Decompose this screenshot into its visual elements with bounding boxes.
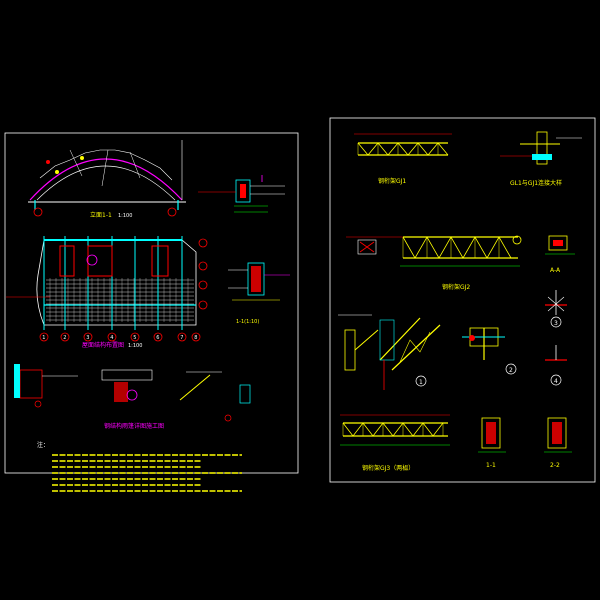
axis-label: 8 (194, 335, 197, 341)
truss2-diagonal (402, 236, 512, 259)
axis-bubbles: 1 2 3 4 5 6 7 8 (39, 332, 201, 342)
section-label: 1-1(1:10) (236, 319, 259, 325)
axis-bubble (39, 332, 49, 342)
detail-gl1: GL1与GJ1连接大样 (500, 131, 582, 187)
elevation-scale: 1:100 (118, 213, 132, 219)
detail-marker: 4 (554, 378, 558, 385)
detail-marker-circle (550, 374, 562, 386)
notes-lines (52, 454, 242, 492)
section-11-label: 1-1 (486, 462, 496, 469)
detail-gl1-label: GL1与GJ1连接大样 (510, 179, 562, 187)
elevation-view: 立面1-1 1:100 (28, 140, 186, 219)
truss1-web (357, 142, 449, 156)
axis-bubble (83, 332, 93, 342)
sections-right: 1-1 2-2 (478, 417, 572, 469)
arch-outer (29, 158, 183, 201)
detail-marker-circle (415, 375, 427, 387)
connection-detail-top (198, 175, 285, 213)
notes-block: 注： (37, 441, 242, 492)
arch-truss (39, 149, 173, 181)
axis-label: 6 (156, 335, 159, 341)
truss-gj1-label: 钢桁架GJ1 (378, 177, 406, 185)
truss1-diagonal (357, 142, 449, 156)
detail-marker: 1 (419, 379, 423, 386)
section-detail-left: 1-1(1:10) (228, 262, 290, 325)
roof-plan: 屋面结构布置图 1:100 1 2 3 4 5 6 7 8 (6, 236, 208, 349)
detail-marker: 3 (554, 320, 558, 327)
section-aa-label: A-A (550, 267, 561, 274)
axis-label: 1 (42, 335, 45, 341)
axis-bubble (167, 207, 177, 217)
truss-gj3: 钢桁架GJ3（两榀） (340, 414, 450, 472)
axis-bubble (60, 332, 70, 342)
axis-bubble (177, 332, 187, 342)
axis-label: 3 (86, 335, 89, 341)
axis-bubble (153, 332, 163, 342)
axis-bubble (130, 332, 140, 342)
connection-details: 1 2 3 4 (338, 290, 567, 390)
detail-title: 钢结构雨篷详图施工图 (104, 422, 164, 430)
axis-bubble (191, 332, 201, 342)
roof-purlins (46, 278, 194, 322)
truss-gj2-label: 钢桁架GJ2 (442, 283, 470, 291)
lower-left-details: 钢结构雨篷详图施工图 (14, 364, 251, 430)
right-sheet-frame (329, 117, 596, 483)
truss-gj2: 钢桁架GJ2 (346, 235, 522, 291)
plan-columns (43, 236, 183, 330)
elevation-label: 立面1-1 (90, 211, 112, 219)
plan-title: 屋面结构布置图 (82, 341, 124, 349)
detail-marker-circle (505, 363, 517, 375)
axis-label: 4 (110, 335, 113, 341)
plan-scale: 1:100 (128, 343, 142, 349)
section-22-label: 2-2 (550, 462, 560, 469)
axis-bubble (33, 207, 43, 217)
detail-marker: 2 (509, 367, 513, 374)
axis-label: 2 (63, 335, 66, 341)
axis-bubble (107, 332, 117, 342)
notes-heading: 注： (37, 441, 49, 449)
detail-marker-circle (550, 316, 562, 328)
axis-label: 7 (180, 335, 183, 341)
section-aa: A-A (545, 235, 575, 274)
axis-label: 5 (133, 335, 136, 341)
truss2-web (402, 236, 512, 259)
truss-gj1: 钢桁架GJ1 (354, 133, 452, 185)
plan-outline (36, 239, 197, 326)
truss-gj3-label: 钢桁架GJ3（两榀） (362, 464, 414, 472)
